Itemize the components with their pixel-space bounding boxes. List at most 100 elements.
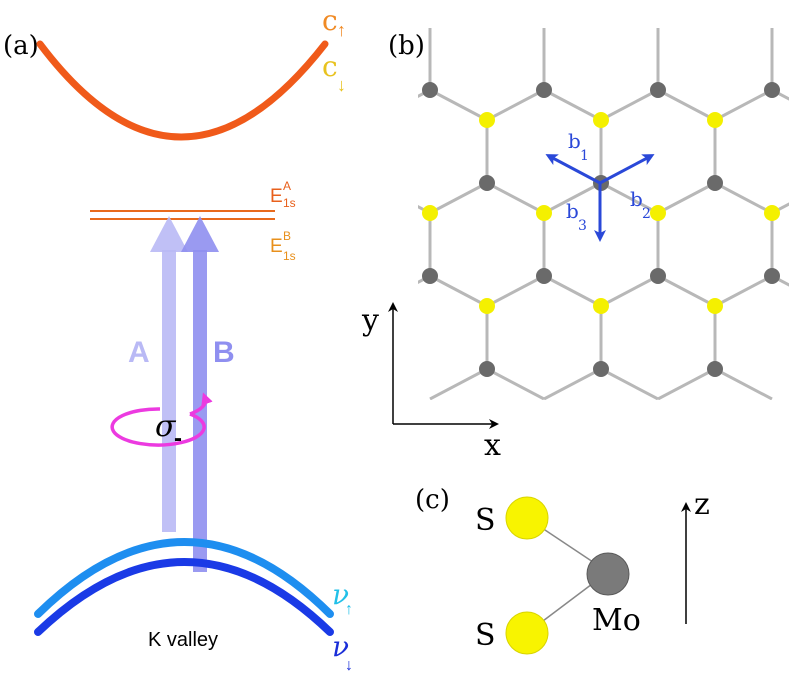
b2-sub: 2 <box>642 206 651 222</box>
lattice-mo-atom <box>707 361 723 377</box>
y-axis-label: y <box>361 303 379 338</box>
s-atom-bottom <box>505 611 549 655</box>
lattice-s-atom <box>707 112 723 128</box>
val-down-label: ν ↓ <box>332 630 353 674</box>
e1s-a-base: E <box>270 186 283 207</box>
cond-down-letter: c <box>322 50 338 83</box>
lattice-bond <box>429 367 488 400</box>
lattice-bond <box>429 88 488 122</box>
lattice-mo-atom <box>650 268 666 284</box>
lattice-mo-atom <box>479 175 495 191</box>
s-bottom-label: S <box>475 618 496 653</box>
lattice-bond <box>657 367 716 400</box>
sigma-symbol: σ <box>155 409 177 444</box>
lattice-bond <box>486 274 545 308</box>
honeycomb-lattice <box>418 28 789 400</box>
lattice-s-atom <box>593 112 609 128</box>
cond-up-letter: c <box>322 4 338 37</box>
lattice-bond <box>600 181 659 215</box>
arrow-a-label: A <box>128 336 150 369</box>
val-spin-down-arrow-icon: ↓ <box>345 657 353 674</box>
b3-base: b <box>566 199 579 223</box>
lattice-mo-atom <box>536 82 552 98</box>
lattice-s-atom <box>479 112 495 128</box>
lattice-bond <box>486 367 545 400</box>
cond-up-label: c ↑ <box>322 4 346 40</box>
lattice-mo-atom <box>422 82 438 98</box>
lattice-bond <box>714 88 773 122</box>
e1s-b-base: E <box>270 236 283 257</box>
sigma-sub: - <box>174 425 182 452</box>
circular-polarization-icon <box>110 392 213 447</box>
lattice-bond <box>543 88 602 122</box>
vector-b1-label: b 1 <box>568 129 589 164</box>
b1-sub: 1 <box>580 148 589 164</box>
arrow-b-label: B <box>213 336 235 369</box>
lattice-bond <box>657 181 716 215</box>
lattice-bond <box>714 274 773 308</box>
k-valley-label: K valley <box>148 629 218 651</box>
lattice-bond <box>657 88 716 122</box>
sigma-minus-label: σ - <box>155 409 182 452</box>
lattice-s-atom <box>650 205 666 221</box>
panel-b: (b) b 1 b 2 b 3 x y <box>361 28 789 463</box>
conduction-band <box>36 40 329 141</box>
transition-arrow-a <box>150 216 188 532</box>
lattice-s-atom <box>422 205 438 221</box>
s-top-label: S <box>475 503 496 538</box>
lattice-bond <box>714 367 773 400</box>
lattice-mo-atom <box>422 268 438 284</box>
transition-arrow-b <box>181 216 219 572</box>
z-axis-label: z <box>694 487 710 522</box>
vector-b2-arrow <box>599 154 655 185</box>
lattice-bond <box>771 202 789 215</box>
panel-b-label: (b) <box>388 31 425 61</box>
lattice-mo-atom <box>536 268 552 284</box>
valence-band-down <box>34 558 334 636</box>
e1s-b-label: E B 1s <box>270 229 296 263</box>
cond-down-label: c ↓ <box>322 50 346 95</box>
lattice-mo-atom <box>650 82 666 98</box>
lattice-bond <box>543 367 602 400</box>
e1s-b-sub: 1s <box>283 249 296 263</box>
vector-b1-arrow <box>545 154 601 185</box>
lattice-mo-atom <box>593 361 609 377</box>
b1-base: b <box>568 129 581 153</box>
b2-base: b <box>630 187 643 211</box>
s-atom-top <box>505 496 549 540</box>
x-axis-label: x <box>484 428 501 463</box>
lattice-s-atom <box>764 205 780 221</box>
lattice-bond <box>486 88 545 122</box>
lattice-s-atom <box>479 298 495 314</box>
lattice-bond <box>543 181 602 215</box>
val-down-letter: ν <box>332 630 349 663</box>
val-spin-up-arrow-icon: ↑ <box>345 601 353 618</box>
spin-up-arrow-icon: ↑ <box>337 20 346 40</box>
lattice-bond <box>600 274 659 308</box>
lattice-bond <box>429 181 488 215</box>
spin-down-arrow-icon: ↓ <box>337 75 346 95</box>
lattice-mo-atom <box>764 82 780 98</box>
val-up-letter: ν <box>332 578 349 611</box>
valence-band-up <box>34 538 334 618</box>
lattice-s-atom <box>593 298 609 314</box>
panel-c-label: (c) <box>415 485 450 515</box>
e1s-a-sub: 1s <box>283 196 296 210</box>
lattice-mo-atom <box>479 361 495 377</box>
lattice-s-atom <box>536 205 552 221</box>
lattice-bond <box>600 88 659 122</box>
panel-a: (a) c ↑ c ↓ E A 1s E B 1s <box>3 4 353 674</box>
panel-c: (c) S S Mo z <box>415 485 710 655</box>
lattice-mo-atom <box>764 268 780 284</box>
mo-label: Mo <box>592 603 641 638</box>
lattice-bond <box>771 88 789 101</box>
lattice-bond <box>429 274 488 308</box>
lattice-bond <box>418 204 431 215</box>
lattice-bond <box>600 367 659 400</box>
lattice-mo-atom <box>707 175 723 191</box>
lattice-bond <box>657 274 716 308</box>
bond-vectors <box>545 154 655 242</box>
vector-b3-label: b 3 <box>566 199 587 234</box>
e1s-b-sup: B <box>283 229 291 243</box>
